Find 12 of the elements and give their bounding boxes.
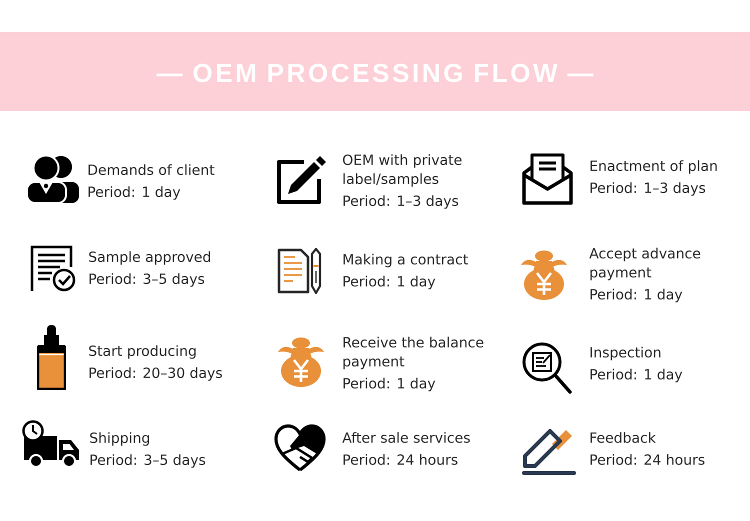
step-text: Making a contract Period: 1 day [344, 254, 468, 290]
step-text: Enactment of plan Period: 1–3 days [590, 160, 717, 196]
step-text: Sample approved Period: 3–5 days [89, 251, 210, 287]
step-text: Shipping Period: 3–5 days [90, 432, 206, 468]
step-text: Receive the balance payment Period: 1 day [343, 336, 484, 392]
step-text: OEM with private label/samples Period: 1–3 days [343, 154, 462, 209]
step-text: Inspection Period: 1 day [590, 346, 682, 382]
step-text: Demands of client Period: 1 day [88, 164, 214, 200]
step-text: Start producing Period: 20–30 days [89, 345, 222, 381]
step-text: After sale services Period: 24 hours [342, 432, 470, 465]
step-text: Accept advance payment Period: 1 day [589, 248, 700, 302]
step-text: Feedback Period: 24 hours [590, 432, 704, 465]
